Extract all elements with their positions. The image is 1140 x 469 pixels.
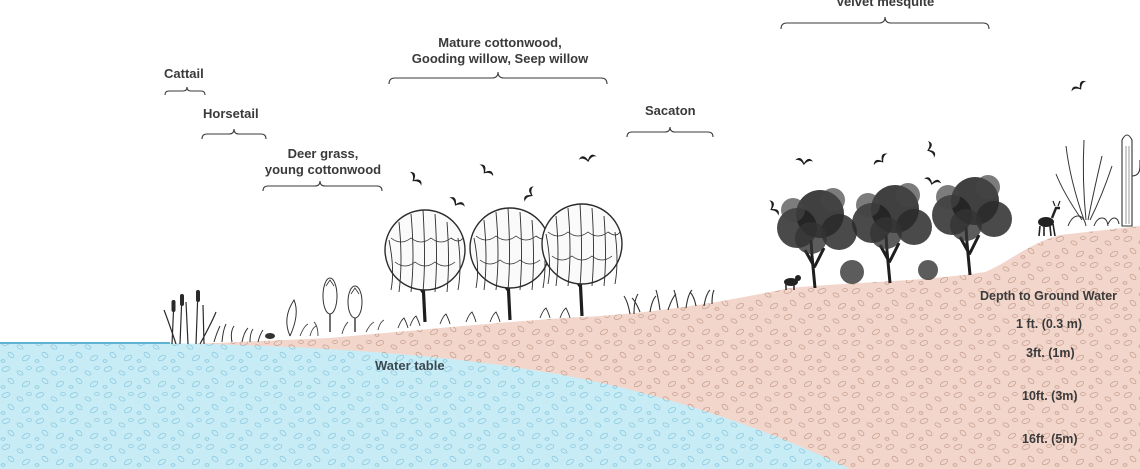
bird-icon	[1070, 79, 1089, 95]
depth-level-2: 3ft. (1m)	[1026, 346, 1075, 360]
depth-level-3: 10ft. (3m)	[1022, 389, 1078, 403]
sacaton-grass	[623, 289, 715, 315]
small-animal-icon	[265, 333, 275, 339]
bird-icon	[924, 139, 937, 160]
desert-shrubs	[1067, 215, 1120, 227]
bird-icon	[765, 198, 781, 218]
cattail-plants	[163, 289, 217, 345]
label-sacaton: Sacaton	[645, 103, 696, 118]
label-horsetail: Horsetail	[203, 106, 259, 121]
bird-icon	[476, 162, 495, 180]
label-mature-cottonwood: Mature cottonwood, Gooding willow, Seep …	[411, 35, 589, 66]
depth-title: Depth to Ground Water	[980, 289, 1118, 303]
label-braces	[164, 16, 990, 192]
cactus-icon	[1121, 134, 1140, 227]
willow-trees	[383, 202, 624, 324]
label-water-table: Water table	[375, 358, 445, 373]
horsetail-plants	[213, 323, 264, 343]
depth-level-4: 16ft. (5m)	[1022, 432, 1078, 446]
mesquite-trees	[775, 173, 1014, 290]
undergrowth	[397, 307, 571, 329]
water-layer	[0, 343, 850, 469]
bird-icon	[406, 170, 424, 189]
bird-icon	[578, 153, 598, 164]
cattail-heads	[171, 290, 200, 312]
label-velvet-mesquite: Velvet mesquite	[836, 0, 935, 9]
bird-icon	[447, 195, 467, 211]
cat-icon	[784, 275, 801, 290]
label-deer-grass: Deer grass, young cottonwood	[264, 146, 382, 177]
deer-icon	[1038, 200, 1061, 237]
bird-icon	[522, 184, 538, 204]
ocotillo-plant	[1055, 139, 1113, 221]
bird-icon	[872, 151, 891, 169]
bird-icon	[922, 176, 942, 188]
deer-grass	[299, 319, 385, 337]
label-cattail: Cattail	[164, 66, 204, 81]
depth-level-1: 1 ft. (0.3 m)	[1016, 317, 1082, 331]
young-cottonwoods	[286, 277, 363, 337]
bird-icon	[794, 157, 814, 166]
